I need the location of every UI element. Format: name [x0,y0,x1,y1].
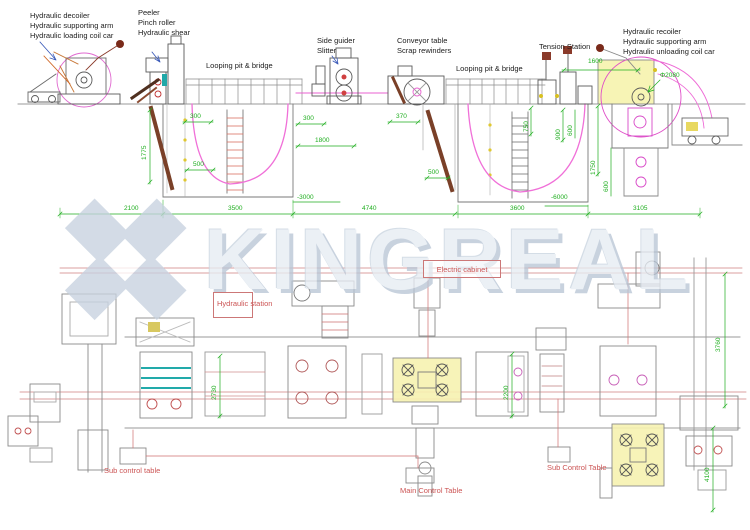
bridge-2 [445,78,546,105]
strip-loop-2 [467,103,586,193]
looping-pit-2-label: Looping pit & bridge [456,64,523,73]
recoiler-label: Hydraulic recoiler Hydraulic supporting … [623,27,715,56]
pit2-plan [475,351,529,417]
dim-750: 750 [523,121,530,132]
electric-cabinet-label: Electric cabinet [436,264,488,274]
dim-600-recoiler: 600 [603,181,610,192]
electric-cabinet-box: Electric cabinet [423,260,501,278]
dim-4100: 4100 [704,467,711,482]
slitter-plan [287,280,355,419]
dim-2730: 2730 [211,385,218,400]
dim-1600: 1600 [588,58,603,65]
shear-plan [135,317,195,419]
decoiler-plan [7,293,117,473]
looping-pit-1-drawing [148,103,294,198]
dimension-lines-plan [217,271,728,513]
dim-600-tension: 600 [567,125,574,136]
dim-300-slitter: 300 [303,115,314,122]
side-guider-label: Side guider Slitter [317,36,355,55]
main-control-table-label: Main Control Table [400,486,463,495]
tension-station-label: Tension Station [539,42,591,51]
tension-drawing [537,46,593,105]
peeler-label: Peeler Pinch roller Hydraulic shear [138,8,191,37]
recoiler-plan [597,251,665,499]
roller-plan [361,353,383,415]
strip-centerlines [19,391,747,400]
decoiler-label: Hydraulic decoiler Hydraulic supporting … [30,11,114,40]
dim-1800: 1800 [315,137,330,144]
conveyor-plan [392,277,462,497]
dim-2200: 2200 [503,385,510,400]
looping-pit-2-drawing [422,103,589,203]
dim-3760: 3760 [715,337,722,352]
dim-500-pit1: 500 [193,161,204,168]
cable-routing [132,272,629,469]
bridge-plan [204,351,266,417]
dim-3600: 3600 [510,205,525,212]
sub-control-table-left-label: Sub control table [104,466,161,475]
strip-loop-1 [191,103,289,185]
dim-2100: 2100 [124,205,139,212]
dim-1750: 1750 [590,160,597,175]
hydraulic-station-label: Hydraulic station [217,299,273,308]
dim-1775: 1775 [141,145,148,160]
dim-500-pit2: 500 [428,169,439,176]
bridge-1 [185,78,303,105]
slitter-drawing [295,47,389,105]
shear-drawing [129,35,185,105]
dim-4740: 4740 [362,205,377,212]
dim-minus-6000: -6000 [551,194,568,201]
tension-plan [535,327,567,413]
control-tables [119,446,571,484]
dim-phi-2080: Φ2080 [660,72,680,79]
dim-3105: 3105 [633,205,648,212]
dim-3500: 3500 [228,205,243,212]
dim-minus-3000: -3000 [297,194,314,201]
conveyor-drawing [387,65,445,106]
sub-control-table-right-label: Sub Control Table [547,463,607,472]
cable-tray-lines [59,267,743,274]
recoiler-drawing [596,44,743,197]
dim-370: 370 [396,113,407,120]
decoiler-drawing [27,40,124,108]
hydraulic-station-box [213,292,253,318]
plan-view [7,251,747,513]
dim-300-decoiler: 300 [190,113,201,120]
dim-900: 900 [555,129,562,140]
looping-pit-1-label: Looping pit & bridge [206,61,273,70]
elevation-view [17,35,746,219]
unloading-car-plan [679,257,739,491]
conveyor-label: Conveyor table Scrap rewinders [397,36,452,55]
